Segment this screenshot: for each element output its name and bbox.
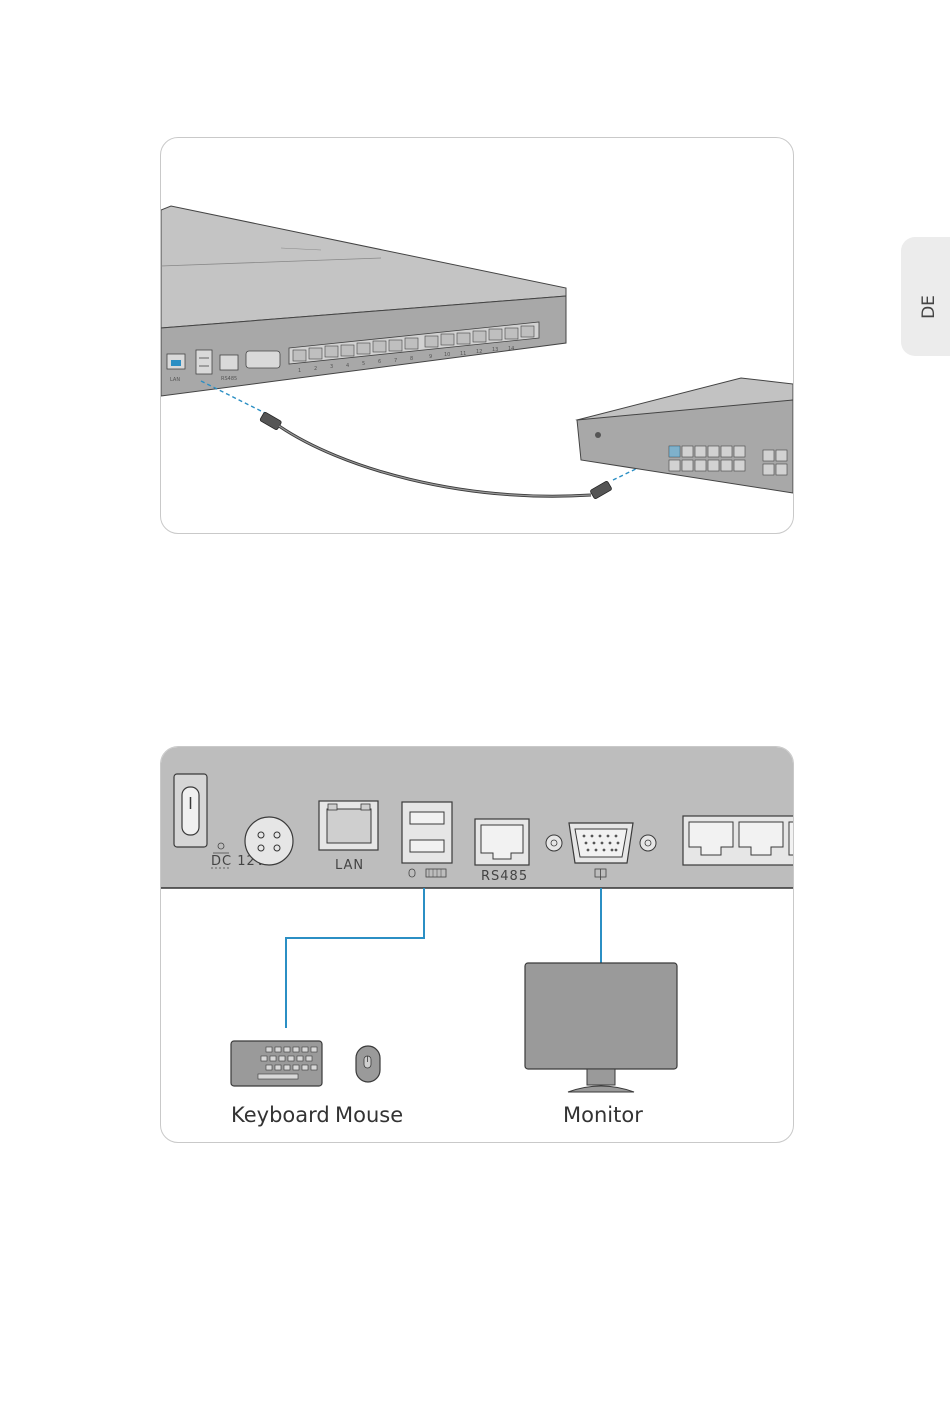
nvr-lan-label: LAN bbox=[170, 377, 180, 383]
monitor-label: Monitor bbox=[563, 1103, 643, 1127]
usb-ports bbox=[402, 802, 452, 863]
poe-number: 4 bbox=[346, 363, 349, 369]
nvr-rs485-label: RS485 bbox=[221, 376, 237, 382]
monitor-icon bbox=[525, 963, 677, 1092]
poe-number: 11 bbox=[460, 351, 466, 357]
network-cable bbox=[279, 426, 591, 496]
poe-number: 5 bbox=[362, 361, 365, 367]
usb-connection-line bbox=[286, 888, 424, 1028]
poe-number: 14 bbox=[508, 346, 514, 352]
mouse-label: Mouse bbox=[335, 1103, 403, 1127]
dc-power-port bbox=[245, 817, 293, 865]
nvr-switch-connection-figure: LAN RS485 1 2 3 4 5 6 7 8 bbox=[160, 137, 794, 534]
peripheral-connection-figure: DC 12V LAN RS485 bbox=[160, 746, 794, 1143]
cable-connector-left bbox=[260, 412, 282, 431]
poe-number: 13 bbox=[492, 347, 498, 353]
language-tab-label: DE bbox=[919, 287, 939, 327]
nvr-switch-illustration: LAN RS485 1 2 3 4 5 6 7 8 bbox=[161, 138, 793, 533]
rs485-label: RS485 bbox=[481, 869, 528, 884]
poe-number: 10 bbox=[444, 352, 450, 358]
poe-number: 12 bbox=[476, 349, 482, 355]
switch-ports bbox=[669, 446, 787, 475]
mouse-icon bbox=[356, 1046, 380, 1082]
lan-label: LAN bbox=[335, 858, 364, 873]
nvr-vga-port bbox=[246, 351, 280, 368]
poe-number: 8 bbox=[410, 356, 413, 362]
poe-number: 7 bbox=[394, 358, 397, 364]
poe-number: 3 bbox=[330, 364, 333, 370]
cable-connector-right bbox=[590, 481, 612, 500]
poe-number: 6 bbox=[378, 359, 381, 365]
language-tab[interactable]: DE bbox=[901, 237, 950, 356]
poe-number: 9 bbox=[429, 354, 432, 360]
poe-number: 1 bbox=[298, 368, 301, 374]
keyboard-icon bbox=[231, 1041, 322, 1086]
rear-panel-illustration: DC 12V LAN RS485 bbox=[161, 747, 793, 1142]
nvr-usb-ports bbox=[196, 350, 212, 374]
poe-number: 2 bbox=[314, 366, 317, 372]
nvr-rs485-port bbox=[220, 355, 238, 370]
keyboard-label: Keyboard bbox=[231, 1103, 330, 1127]
